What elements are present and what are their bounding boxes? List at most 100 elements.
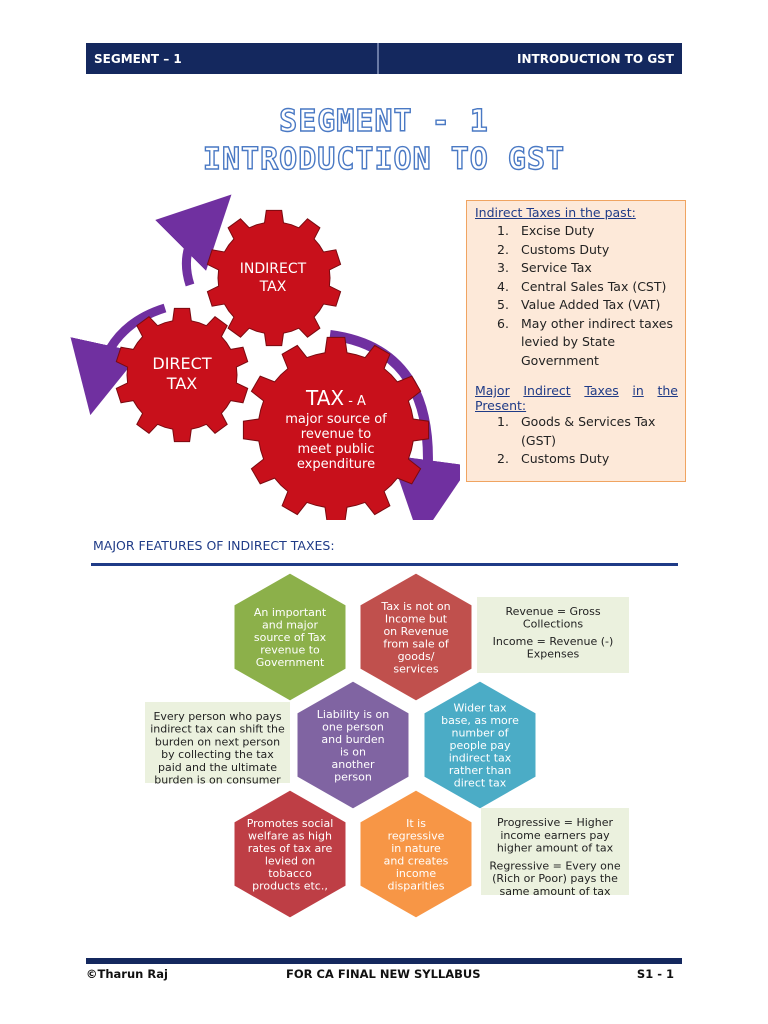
list-item: 2. Customs Duty	[467, 450, 677, 469]
indirect-tax-label-2: TAX	[259, 279, 287, 295]
hex-shape	[357, 570, 475, 704]
hex-text-line: disparities	[388, 879, 445, 892]
hex-text-line: another	[331, 758, 374, 771]
hex-text-line: from sale of	[383, 637, 450, 650]
footer-author: ©Tharun Raj	[86, 967, 168, 981]
list-item: 5. Value Added Tax (VAT)	[467, 296, 677, 315]
item-number: 4.	[497, 278, 509, 294]
note-text-line: burden is on consumer	[154, 774, 281, 787]
hex-text-line: income	[396, 867, 437, 880]
header-topic-label: INTRODUCTION TO GST	[517, 52, 674, 66]
hex-text-line: Tax is not on	[380, 600, 450, 613]
note-text-line: (Rich or Poor) pays the	[492, 872, 618, 885]
header-segment-label: SEGMENT – 1	[94, 52, 182, 66]
hex-text-line: indirect tax	[449, 752, 512, 765]
note-text-line: Regressive = Every one	[489, 859, 620, 872]
tax-heading: TAX - A	[305, 386, 366, 410]
hex-shape	[231, 787, 349, 920]
hex-text-line: and burden	[321, 733, 384, 746]
footer-page-number: S1 - 1	[636, 967, 674, 981]
tax-word: TAX	[305, 386, 344, 410]
hex-shape	[357, 787, 475, 920]
hex-text-line: and creates	[384, 854, 449, 867]
indirect-taxes-info-box: Indirect Taxes in the past: 1.Excise Dut…	[466, 200, 686, 482]
direct-tax-gear	[115, 307, 249, 443]
hex-text-line: products etc.,	[252, 879, 328, 892]
item-number: 5.	[497, 297, 509, 312]
note-text-line: Collections	[523, 618, 583, 631]
tax-desc-line-2: revenue to	[301, 427, 371, 442]
heading-word: Present:	[475, 398, 527, 413]
item-number: 6.	[497, 315, 509, 331]
list-item: 2.Customs Duty	[467, 241, 677, 260]
direct-tax-label-1: DIRECT	[152, 354, 211, 373]
hex-text-line: services	[393, 662, 438, 675]
item-text: Value Added Tax (VAT)	[521, 297, 661, 312]
direct-tax-label-2: TAX	[166, 374, 197, 393]
features-heading: MAJOR FEATURES OF INDIRECT TAXES:	[93, 538, 335, 553]
note-background	[477, 597, 629, 673]
tax-desc-line-4: expenditure	[297, 457, 375, 472]
page-title-line-2: INTRODUCTION TO GST	[202, 141, 566, 177]
item-text: Goods & Services Tax	[521, 414, 656, 429]
present-taxes-list: 1. Goods & Services Tax (GST) 2. Customs Du…	[467, 413, 677, 469]
item-text: Customs Duty	[521, 451, 610, 466]
note-text-line: Every person who pays	[153, 710, 281, 723]
note-text-line: burden on next person	[155, 735, 280, 748]
hex-text-line: base, as more	[441, 714, 519, 727]
item-text: (GST)	[521, 432, 557, 448]
hex-text-line: revenue to	[260, 644, 320, 657]
hex-text-line: regressive	[388, 829, 445, 842]
header-divider	[377, 43, 379, 74]
page-header-bar: SEGMENT – 1 INTRODUCTION TO GST	[86, 43, 682, 74]
footer-rule	[86, 958, 682, 964]
hex-text-line: on Revenue	[383, 625, 448, 638]
hex-text-line: It is	[406, 817, 426, 830]
heading-word: in	[632, 383, 644, 398]
hex-text-line: An important	[254, 606, 327, 619]
hex-text-line: source of Tax	[254, 631, 327, 644]
item-text: Government	[521, 352, 599, 368]
indirect-tax-label-1: INDIRECT	[240, 261, 307, 277]
note-text-line: Income = Revenue (-)	[493, 635, 614, 648]
item-text: Excise Duty	[521, 223, 595, 238]
note-text-line: Progressive = Higher	[497, 816, 614, 829]
note-text-line: Revenue = Gross	[505, 605, 600, 618]
hex-text-line: one person	[322, 720, 384, 733]
hex-shape	[294, 678, 412, 812]
hex-text-line: goods/	[398, 650, 435, 663]
indirect-tax-gear	[206, 209, 342, 347]
hex-text-line: direct tax	[454, 777, 507, 790]
note-text-line: indirect tax can shift the	[150, 723, 285, 736]
item-number: 1.	[497, 223, 509, 238]
hex-text-line: rather than	[449, 764, 511, 777]
tax-suffix: - A	[344, 394, 366, 409]
cycle-arrow-top	[155, 194, 232, 287]
features-heading-rule	[91, 563, 678, 566]
heading-word: Major	[475, 383, 510, 398]
hex-text-line: and major	[262, 619, 318, 632]
item-number: 1.	[497, 414, 509, 429]
hex-text-line: Government	[256, 656, 325, 669]
note-text-line: by collecting the tax	[161, 748, 274, 761]
hex-text-line: is on	[340, 745, 366, 758]
note-text-line: paid and the ultimate	[158, 761, 277, 774]
hex-text-line: number of	[451, 727, 509, 740]
item-text: Central Sales Tax (CST)	[521, 278, 667, 294]
hex-text-line: rates of tax are	[248, 842, 333, 855]
hex-shape	[421, 678, 539, 812]
item-number: 2.	[497, 451, 509, 466]
hex-text-line: in nature	[391, 842, 441, 855]
hex-text-line: Liability is on	[317, 708, 389, 721]
hex-text-line: person	[334, 770, 372, 783]
note-text-line: Expenses	[527, 648, 580, 661]
